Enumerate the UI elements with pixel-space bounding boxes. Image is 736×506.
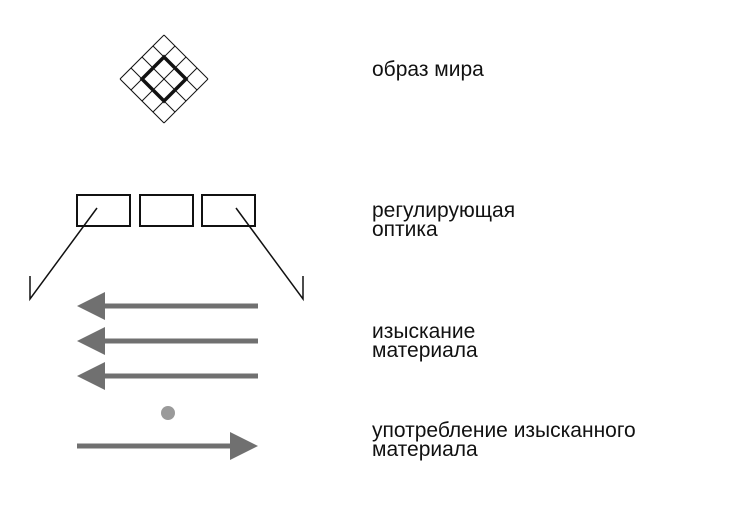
label-world-image: образ мира [372,58,484,81]
diamond-grid-icon [119,34,209,124]
left-arrows-icon [77,292,258,390]
right-arrow-icon [77,432,258,460]
label-material-use-line-1: употребление изысканного [372,419,636,442]
label-material-search-line-1: изыскание [372,320,476,343]
optic-ray-left [29,207,98,302]
label-material-use-line-2: материала [372,438,478,461]
label-regulating-optics: регулирующая оптика [372,199,516,241]
optic-box-middle [139,194,194,227]
optic-box-left [76,194,131,227]
arrow-head [230,432,258,460]
left-arrow-3 [77,362,258,390]
arrow-head [77,292,105,320]
optic-ray-right [235,207,304,302]
label-material-search: изыскание материала [372,320,478,362]
label-regulating-optics-line-1: регулирующая [372,199,516,222]
arrow-head [77,327,105,355]
label-regulating-optics-line-2: оптика [372,218,438,241]
arrow-head [77,362,105,390]
grid-line [141,56,187,102]
left-arrow-1 [77,292,258,320]
optic-box-right [201,194,256,227]
grid-line [163,34,209,80]
grid-line [163,78,209,124]
label-material-use: употребление изысканного материала [372,419,636,461]
dot-icon [161,406,175,420]
three-boxes-with-lines-icon [29,194,304,302]
left-arrow-2 [77,327,258,355]
label-world-image-line-1: образ мира [372,58,484,81]
right-arrow [77,432,258,460]
center-square [139,54,189,104]
label-material-search-line-2: материала [372,339,478,362]
